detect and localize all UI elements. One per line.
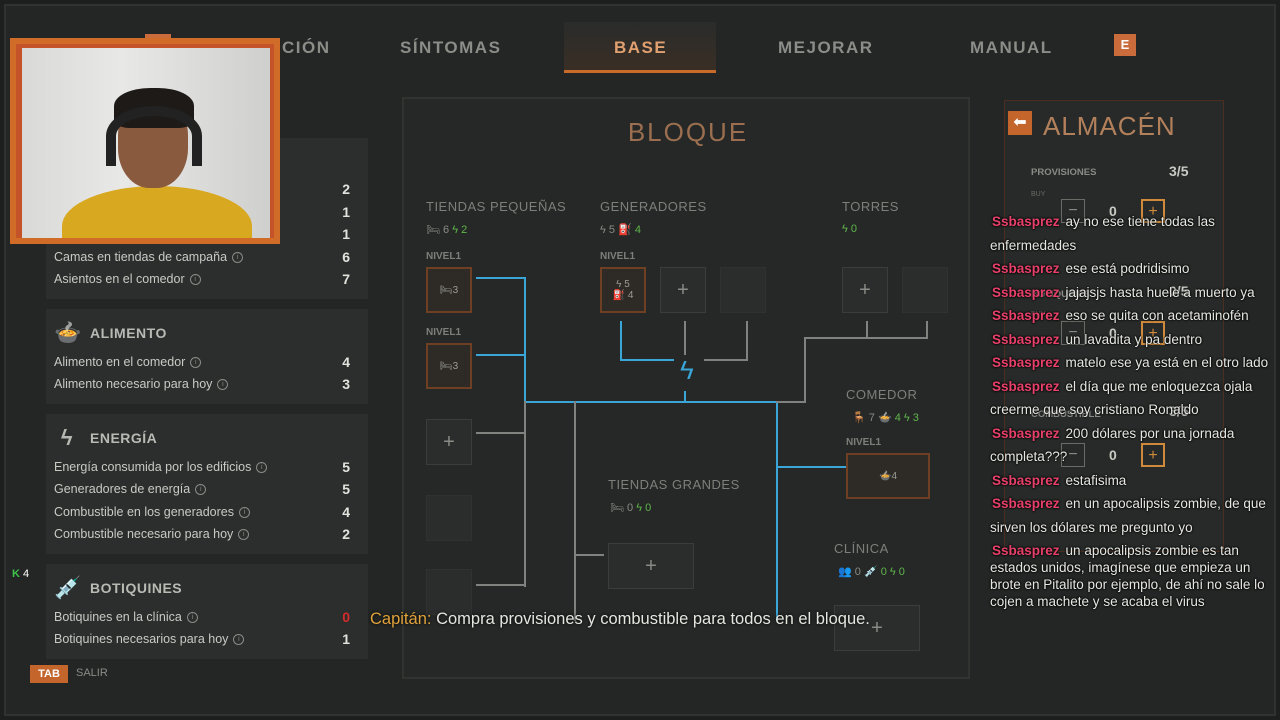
small-tents-stats: 🛏 6 ϟ 2	[426, 224, 468, 236]
info-icon[interactable]: i	[233, 634, 245, 646]
exit-label[interactable]: SALIR	[76, 667, 108, 679]
tab-base[interactable]: BASE	[614, 38, 668, 57]
provisions-count: 3/5	[1169, 163, 1189, 179]
generator-slot[interactable]: ϟ 5⛽ 4	[600, 267, 646, 313]
back-arrow-icon[interactable]: ⬅	[1008, 111, 1032, 135]
next-tab-key[interactable]: E	[1114, 34, 1136, 56]
locked-slot	[426, 495, 472, 541]
add-tower-button[interactable]: +	[842, 267, 888, 313]
generators-title: GENERADORES	[600, 199, 707, 214]
info-icon[interactable]: i	[189, 274, 201, 286]
syringe-icon: 💉	[54, 574, 82, 600]
storage-title: ALMACÉN	[1043, 111, 1176, 141]
add-building-button[interactable]: +	[426, 419, 472, 465]
block-title: BLOQUE	[627, 117, 749, 147]
clinic-title: CLÍNICA	[834, 541, 889, 556]
small-tent-slot[interactable]: 🛏 3	[426, 343, 472, 389]
dining-slot[interactable]: 🍲 4	[846, 453, 930, 499]
towers-stats: ϟ 0	[842, 223, 858, 235]
block-map: BLOQUE ϟ TIENDAS PEQUEÑAS 🛏 6 ϟ 2 NIVEL1…	[402, 97, 970, 679]
add-clinic-button[interactable]: +	[834, 605, 920, 651]
info-icon[interactable]: i	[256, 461, 268, 473]
info-icon[interactable]: i	[238, 529, 250, 541]
towers-title: TORRES	[842, 199, 899, 214]
info-icon[interactable]: i	[195, 484, 207, 496]
kill-counter: K 4	[12, 568, 30, 580]
increase-medkits-button[interactable]: +	[1141, 321, 1165, 345]
locked-slot	[720, 267, 766, 313]
large-tents-stats: 🛏 0 ϟ 0	[610, 502, 652, 514]
tab-manual[interactable]: MANUAL	[970, 38, 1053, 57]
kill-icon: K	[12, 568, 20, 580]
captain-dialog: Capitán: Compra provisiones y combustibl…	[370, 610, 870, 628]
stat-row: 1	[342, 226, 350, 243]
power-hub-icon: ϟ	[680, 355, 694, 385]
add-large-tent-button[interactable]: +	[608, 543, 694, 589]
tab-sintomas[interactable]: SÍNTOMAS	[400, 38, 502, 57]
tab-informacion[interactable]: CIÓN	[282, 38, 331, 57]
lightning-icon: ϟ	[60, 424, 74, 450]
clinic-stats: 👥 0 💉 0 ϟ 0	[838, 566, 905, 578]
info-icon[interactable]: i	[232, 251, 244, 263]
food-bowl-icon: 🍲	[54, 319, 82, 345]
generators-stats: ϟ 5 ⛽ 4	[600, 224, 641, 236]
medkits-count: 0/5	[1169, 283, 1189, 299]
active-tab-underline	[564, 70, 716, 73]
decrease-fuel-button[interactable]: −	[1061, 443, 1085, 467]
add-generator-button[interactable]: +	[660, 267, 706, 313]
decrease-provisions-button[interactable]: −	[1061, 199, 1085, 223]
dining-title: COMEDOR	[846, 387, 918, 402]
stat-row: 1	[342, 203, 350, 220]
increase-fuel-button[interactable]: +	[1141, 443, 1165, 467]
storage-panel: ⬅ ALMACÉN PROVISIONES 3/5 BUY − 0 + BOTI…	[1004, 100, 1224, 552]
decrease-medkits-button[interactable]: −	[1061, 321, 1085, 345]
dining-stats: 🪑 7 🍲 4 ϟ 3	[852, 412, 919, 424]
locked-slot	[426, 569, 472, 615]
webcam-overlay	[10, 38, 280, 244]
tab-base-highlight	[564, 22, 716, 72]
increase-provisions-button[interactable]: +	[1141, 199, 1165, 223]
tab-mejorar[interactable]: MEJORAR	[778, 38, 874, 57]
fuel-count: 3/5	[1169, 403, 1189, 419]
info-icon[interactable]: i	[238, 506, 250, 518]
small-tent-slot[interactable]: 🛏 3	[426, 267, 472, 313]
info-icon[interactable]: i	[186, 611, 198, 623]
info-icon[interactable]: i	[217, 379, 229, 391]
info-icon[interactable]: i	[190, 356, 202, 368]
locked-slot	[902, 267, 948, 313]
large-tents-title: TIENDAS GRANDES	[608, 477, 740, 492]
tab-key[interactable]: TAB	[30, 665, 68, 683]
small-tents-title: TIENDAS PEQUEÑAS	[426, 199, 567, 214]
stat-row: 2	[342, 181, 350, 198]
